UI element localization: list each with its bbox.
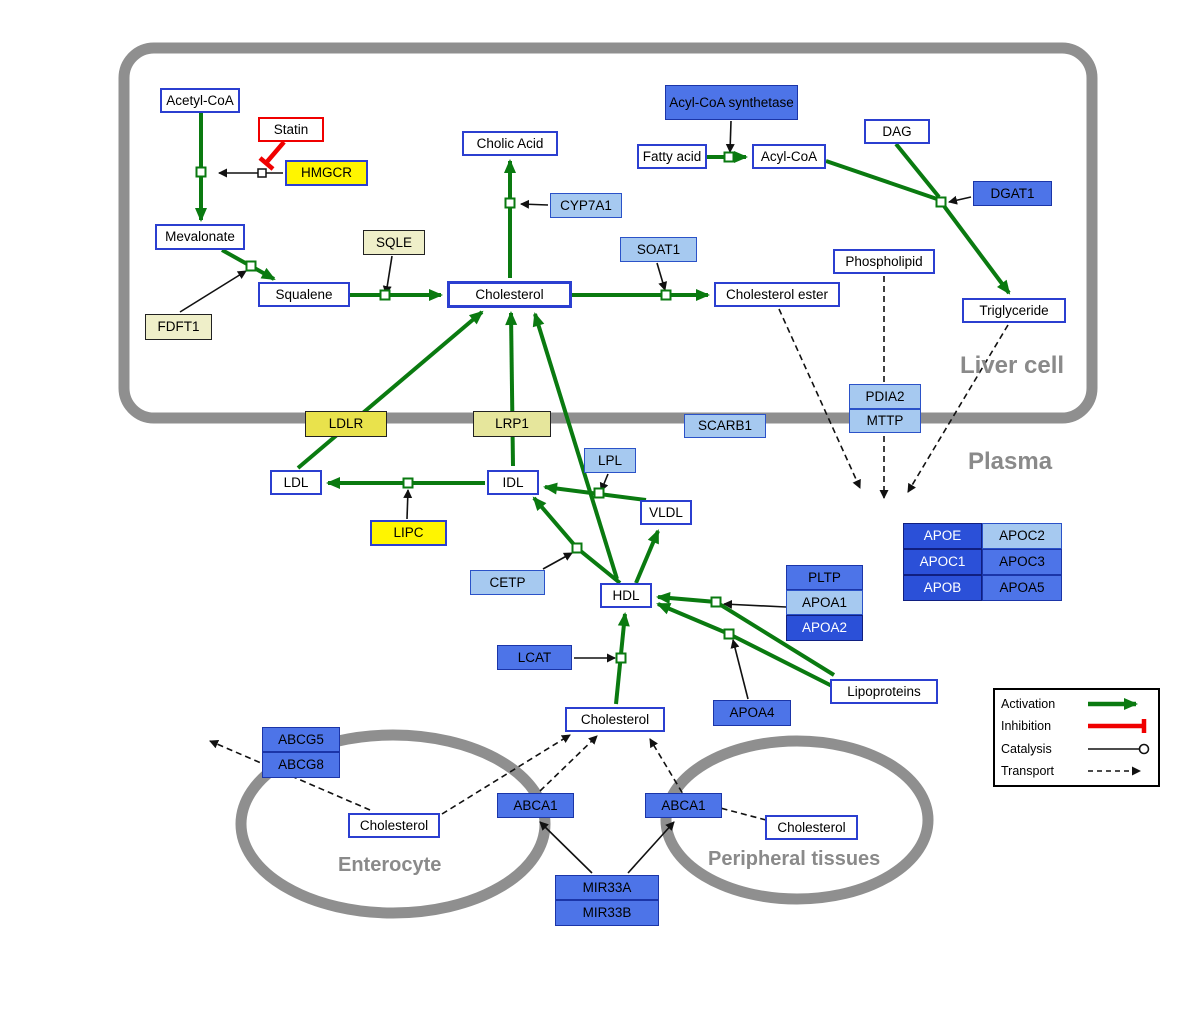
peripheral-tissues-label: Peripheral tissues (708, 848, 881, 870)
node-idl[interactable]: IDL (487, 470, 539, 495)
node-apoa1[interactable]: APOA1 (786, 590, 863, 615)
node-lpl[interactable]: LPL (584, 448, 636, 473)
catalysis-circle-icon (1088, 743, 1150, 754)
node-hdl[interactable]: HDL (600, 583, 652, 608)
node-mttp[interactable]: MTTP (849, 409, 921, 433)
transport-dashed-arrow-icon (1088, 766, 1141, 776)
node-apoc2[interactable]: APOC2 (982, 523, 1062, 549)
node-cholic-acid[interactable]: Cholic Acid (462, 131, 558, 156)
node-squalene[interactable]: Squalene (258, 282, 350, 307)
legend-activation-label: Activation (1001, 697, 1056, 712)
node-abca1-right[interactable]: ABCA1 (645, 793, 722, 818)
node-ldlr[interactable]: LDLR (305, 411, 387, 437)
node-triglyceride[interactable]: Triglyceride (962, 298, 1066, 323)
node-ldl[interactable]: LDL (270, 470, 322, 495)
node-lrp1[interactable]: LRP1 (473, 411, 551, 437)
node-cholesterol-enterocyte[interactable]: Cholesterol (348, 813, 440, 838)
node-pltp[interactable]: PLTP (786, 565, 863, 590)
legend-catalysis-label: Catalysis (1001, 741, 1052, 756)
node-cholesterol-ester[interactable]: Cholesterol ester (714, 282, 840, 307)
node-mevalonate[interactable]: Mevalonate (155, 224, 245, 250)
node-acetyl-coa[interactable]: Acetyl-CoA (160, 88, 240, 113)
node-dgat1[interactable]: DGAT1 (973, 181, 1052, 206)
node-cholesterol-plasma[interactable]: Cholesterol (565, 707, 665, 732)
legend-activation-row: Activation (1001, 696, 1152, 712)
node-lipc[interactable]: LIPC (370, 520, 447, 546)
node-statin[interactable]: Statin (258, 117, 324, 142)
node-soat1[interactable]: SOAT1 (620, 237, 697, 262)
activation-arrow-icon (1088, 698, 1138, 711)
node-cholesterol-liver[interactable]: Cholesterol (447, 281, 572, 308)
node-pdia2[interactable]: PDIA2 (849, 384, 921, 409)
node-dag[interactable]: DAG (864, 119, 930, 144)
node-apoa5[interactable]: APOA5 (982, 575, 1062, 601)
reaction-nodes (195, 151, 947, 664)
node-apoc3[interactable]: APOC3 (982, 549, 1062, 575)
node-scarb1[interactable]: SCARB1 (684, 414, 766, 438)
legend: Activation Inhibition Catalysis Transpor… (993, 688, 1160, 787)
node-apoe[interactable]: APOE (903, 523, 982, 549)
legend-inhibition-label: Inhibition (1001, 719, 1052, 734)
plasma-label: Plasma (968, 448, 1053, 475)
node-lipoproteins[interactable]: Lipoproteins (830, 679, 938, 704)
legend-transport-label: Transport (1001, 763, 1055, 778)
inhibition-tbar-icon (1088, 719, 1147, 734)
node-mir33a[interactable]: MIR33A (555, 875, 659, 900)
node-mir33b[interactable]: MIR33B (555, 900, 659, 926)
node-lcat[interactable]: LCAT (497, 645, 572, 670)
node-fdft1[interactable]: FDFT1 (145, 314, 212, 340)
liver-cell-label: Liver cell (960, 352, 1065, 379)
legend-catalysis-row: Catalysis (1001, 741, 1152, 757)
node-cholesterol-peripheral[interactable]: Cholesterol (765, 815, 858, 840)
node-abcg5[interactable]: ABCG5 (262, 727, 340, 752)
node-sqle[interactable]: SQLE (363, 230, 425, 255)
node-abca1-center[interactable]: ABCA1 (497, 793, 574, 818)
node-phospholipid[interactable]: Phospholipid (833, 249, 935, 274)
enterocyte-label: Enterocyte (338, 854, 442, 876)
node-apob[interactable]: APOB (903, 575, 982, 601)
node-acyl-coa[interactable]: Acyl-CoA (752, 144, 826, 169)
node-vldl[interactable]: VLDL (640, 500, 692, 525)
node-abcg8[interactable]: ABCG8 (262, 752, 340, 778)
node-apoc1[interactable]: APOC1 (903, 549, 982, 575)
catalysis-edges (179, 120, 972, 874)
node-cyp7a1[interactable]: CYP7A1 (550, 193, 622, 218)
inhibition-edges (258, 140, 286, 171)
node-apoa4[interactable]: APOA4 (713, 700, 791, 726)
node-apoa2[interactable]: APOA2 (786, 615, 863, 641)
node-fatty-acid[interactable]: Fatty acid (637, 144, 707, 169)
node-cetp[interactable]: CETP (470, 570, 545, 595)
node-hmgcr[interactable]: HMGCR (285, 160, 368, 186)
legend-transport-row: Transport (1001, 763, 1152, 779)
legend-inhibition-row: Inhibition (1001, 718, 1152, 734)
node-acyl-coa-synthetase[interactable]: Acyl-CoA synthetase (665, 85, 798, 120)
